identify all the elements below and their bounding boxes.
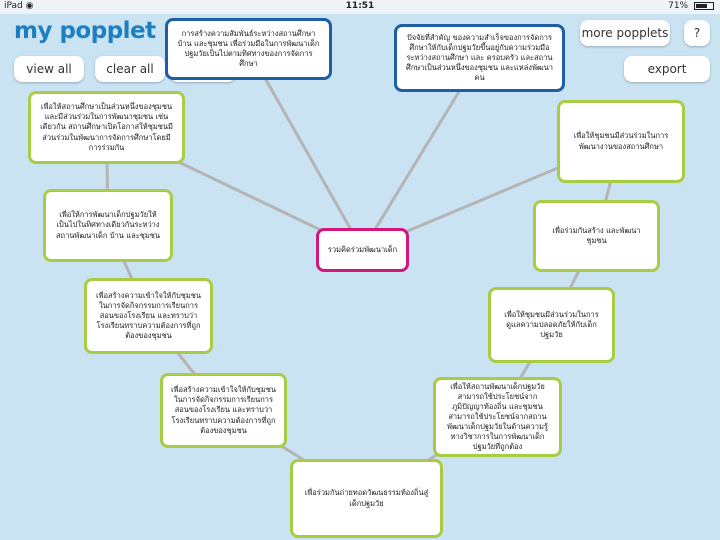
popplet-left-1[interactable]: เพื่อให้สถานศึกษาเป็นส่วนหนึ่งของชุมชน แ… <box>28 91 185 164</box>
popplet-text: เพื่อให้ชุมชนมีส่วนร่วมในการดูแลความปลอด… <box>504 309 599 340</box>
battery-icon <box>694 1 714 10</box>
popplet-top-right[interactable]: ปัจจัยที่สำคัญ ของความสำเร็จของการจัดการ… <box>394 24 565 92</box>
export-button[interactable]: export <box>624 56 710 82</box>
popplet-bottom[interactable]: เพื่อร่วมกันถ่ายทอดวัฒนธรรมท้องถิ่นสู่เด… <box>290 459 443 538</box>
clear-all-button[interactable]: clear all <box>95 56 165 82</box>
popplet-text: เพื่อสร้างความเข้าใจให้กับชุมชนในการจัดก… <box>96 290 201 341</box>
battery-fill <box>696 3 707 8</box>
popplet-top-left[interactable]: การสร้างความสัมพันธ์ระหว่างสถานศึกษา บ้า… <box>165 18 332 80</box>
popplet-text: เพื่อให้สถานศึกษาเป็นส่วนหนึ่งของชุมชน แ… <box>40 102 173 152</box>
connector-center-top-left <box>247 48 364 251</box>
status-bar: iPad ◉ 11:51 71% <box>0 0 720 14</box>
popplet-text: เพื่อร่วมกันถ่ายทอดวัฒนธรรมท้องถิ่นสู่เด… <box>304 488 429 508</box>
view-all-button[interactable]: view all <box>14 56 84 82</box>
popplet-text: การสร้างความสัมพันธ์ระหว่างสถานศึกษา บ้า… <box>177 28 320 69</box>
popplet-right-2[interactable]: เพื่อร่วมกันสร้าง และพัฒนาชุมชน <box>533 200 660 272</box>
app-logo: my popplet <box>14 18 156 44</box>
popplet-text: เพื่อสร้างความเข้าใจให้กับชุมชนในการจัดก… <box>171 385 276 435</box>
wifi-icon: ◉ <box>25 1 34 11</box>
popplet-right-1[interactable]: เพื่อให้ชุมชนมีส่วนร่วมในการพัฒนางานของส… <box>557 100 685 183</box>
popplet-left-2[interactable]: เพื่อให้การพัฒนาเด็กปฐมวัยให้เป็นไปในทิศ… <box>43 189 173 262</box>
popplet-text: เพื่อให้สถานพัฒนาเด็กปฐมวัยสามารถใช้ประโ… <box>447 381 548 452</box>
popplet-text: เพื่อร่วมกันสร้าง และพัฒนาชุมชน <box>552 225 641 245</box>
popplet-right-4[interactable]: เพื่อให้สถานพัฒนาเด็กปฐมวัยสามารถใช้ประโ… <box>433 377 562 457</box>
popplet-center[interactable]: รวมคิดร่วมพัฒนาเด็ก <box>316 228 409 272</box>
clock: 11:51 <box>345 1 375 11</box>
help-button[interactable]: ? <box>684 20 710 46</box>
battery-percent: 71% <box>668 1 689 11</box>
popplet-text: เพื่อให้การพัฒนาเด็กปฐมวัยให้เป็นไปในทิศ… <box>55 210 161 240</box>
popplet-text: ปัจจัยที่สำคัญ ของความสำเร็จของการจัดการ… <box>405 32 554 83</box>
more-popplets-button[interactable]: more popplets <box>580 20 670 46</box>
status-left: iPad ◉ <box>4 1 34 11</box>
popplet-text: เพื่อให้ชุมชนมีส่วนร่วมในการพัฒนางานของส… <box>573 131 669 151</box>
popplet-right-3[interactable]: เพื่อให้ชุมชนมีส่วนร่วมในการดูแลความปลอด… <box>488 287 615 363</box>
popplet-left-3[interactable]: เพื่อสร้างความเข้าใจให้กับชุมชนในการจัดก… <box>84 278 213 354</box>
device-name: iPad <box>4 1 23 11</box>
status-right: 71% <box>668 1 714 11</box>
popplet-left-4[interactable]: เพื่อสร้างความเข้าใจให้กับชุมชนในการจัดก… <box>160 373 287 448</box>
popplet-text: รวมคิดร่วมพัฒนาเด็ก <box>327 244 398 254</box>
